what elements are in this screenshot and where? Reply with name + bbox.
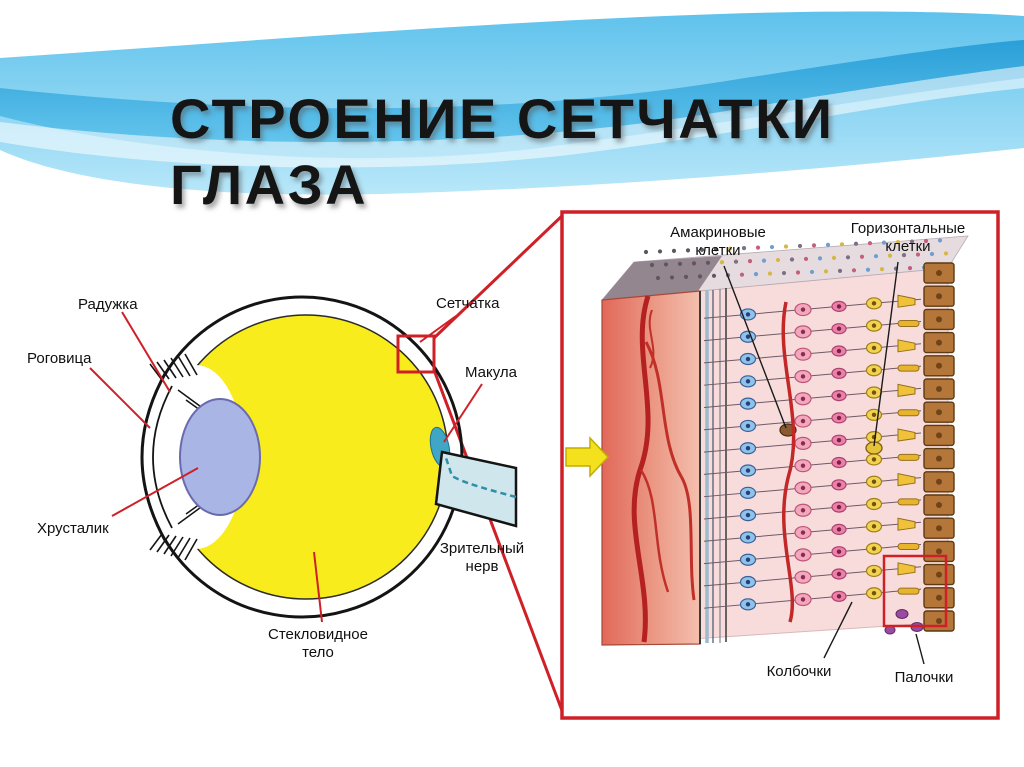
retina-label: Сетчатка — [436, 295, 500, 312]
vitreous-body-label: Стекловидное тело — [268, 626, 368, 661]
amacrine-cells-label: Амакриновые клетки — [670, 224, 766, 259]
direction-arrow — [565, 436, 610, 478]
choroid-band — [601, 290, 701, 646]
eye-pointer-lines — [89, 311, 483, 623]
optic-nerve-label: Зрительный нерв — [439, 540, 525, 575]
cones-label: Колбочки — [766, 663, 832, 680]
macula-label: Макула — [465, 364, 518, 381]
horizontal-cells-label: Горизонтальные клетки — [850, 220, 966, 255]
slide-title: СТРОЕНИЕ СЕТЧАТКИ ГЛАЗА — [170, 86, 835, 216]
iris-label: Радужка — [78, 296, 138, 313]
ciliary-hatches — [149, 353, 198, 561]
cornea-label: Роговица — [27, 350, 92, 367]
optic-nerve-shape — [434, 450, 518, 528]
wave-decoration — [0, 11, 1024, 195]
rods-label: Палочки — [894, 669, 954, 686]
retina-zoom-box — [396, 334, 436, 374]
rods-highlight-box — [882, 554, 948, 628]
retinal-vessel — [781, 301, 796, 623]
lens-label: Хрусталик — [37, 520, 109, 537]
blood-vessel-main — [631, 295, 651, 643]
eye-diagram — [89, 295, 518, 623]
retina-panel — [560, 210, 1000, 720]
panel-pointer-lines — [723, 261, 925, 665]
lens-shape — [179, 398, 261, 516]
cornea-shape — [140, 371, 168, 543]
blood-vessel-branch — [644, 341, 696, 601]
